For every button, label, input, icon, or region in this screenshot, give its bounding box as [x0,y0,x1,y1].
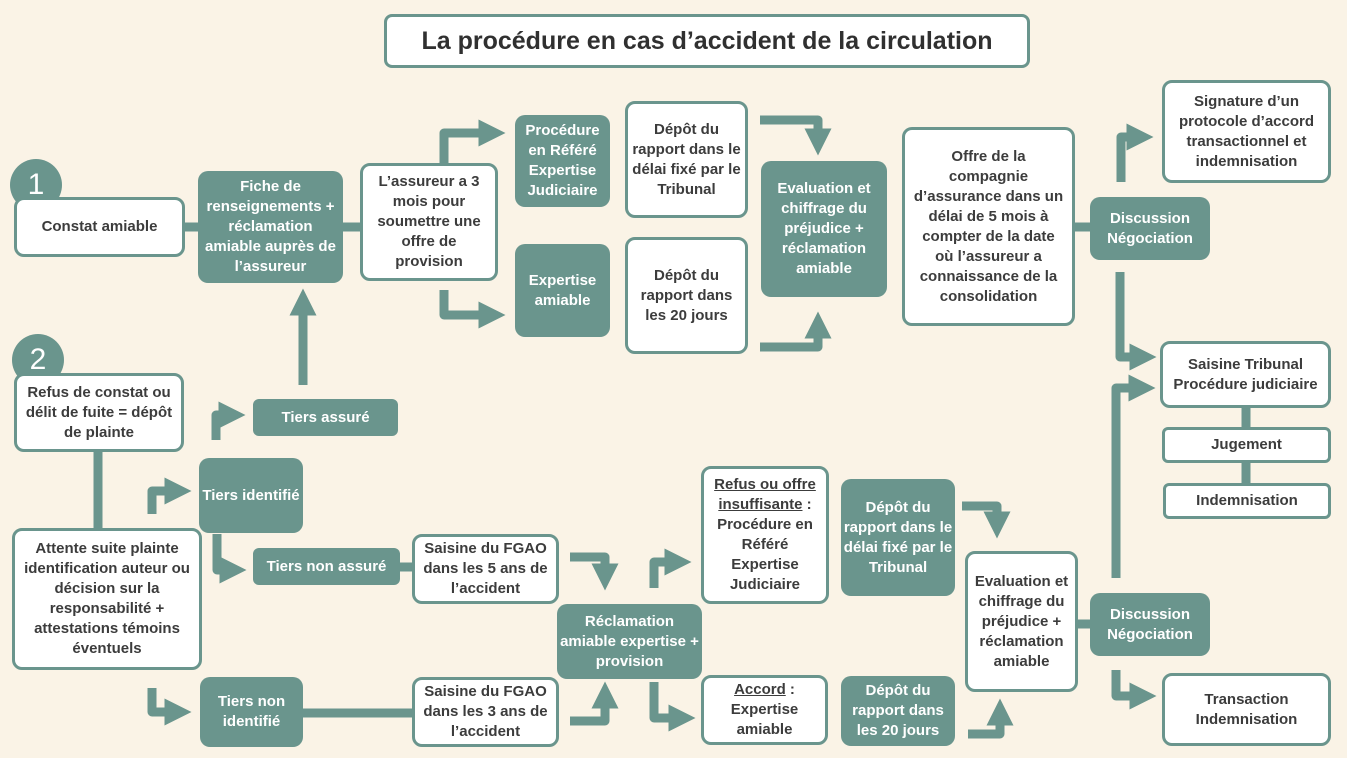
tiers-identifie-text: Tiers identifié [202,486,300,504]
discussion-text-top: Discussion Négociation [1107,209,1193,247]
assureur-3-mois-box: L’assureur a 3 mois pour soumettre une o… [360,163,498,281]
offre-compagnie-text: Offre de la compagnie d’assurance dans u… [913,147,1064,305]
saisine-fgao-3-text: Saisine du FGAO dans les 3 ans de l’acci… [423,683,548,740]
arrow-reclamation-accord [649,682,696,732]
arrow-discussion-signature [1116,123,1154,182]
depot-rapport-20j-box-bottom: Dépôt du rapport dans les 20 jours [841,676,955,746]
discussion-text-bottom: Discussion Négociation [1107,605,1193,643]
procedure-refere-text-top: Procédure en Référé Expertise Judiciaire [525,122,600,199]
tiers-identifie-box: Tiers identifié [199,458,303,533]
tiers-assure-text: Tiers assuré [281,408,370,426]
page-title-text: La procédure en cas d’accident de la cir… [421,27,993,55]
constat-amiable-text: Constat amiable [41,218,158,235]
arrow-assureur-expertise [439,290,506,329]
saisine-fgao-5-text: Saisine du FGAO dans les 5 ans de l’acci… [423,540,548,597]
arrow-fgao5-reclamation [570,552,619,591]
indemnisation-box: Indemnisation [1163,483,1331,519]
depot-rapport-20j-box-top: Dépôt du rapport dans les 20 jours [625,237,748,354]
refus-constat-text: Refus de constat ou délit de fuite = dép… [25,383,173,441]
fiche-renseignements-text: Fiche de renseignements + réclamation am… [205,178,336,275]
arrow-discussion-saisine [1115,272,1157,371]
arrow-discussion-bottom-saisine [1111,374,1156,578]
tiers-assure-box: Tiers assuré [253,399,398,436]
reclamation-amiable-text: Réclamation amiable expertise + provisio… [560,612,699,670]
arrow-depot-tribunal-evaluation [760,115,832,156]
indemnisation-text: Indemnisation [1196,492,1298,509]
saisine-tribunal-box: Saisine Tribunal Procédure judiciaire [1160,341,1331,408]
saisine-tribunal-text: Saisine Tribunal Procédure judiciaire [1173,355,1318,393]
refus-offre-box: Refus ou offre insuffisante : Procédure … [701,466,829,604]
transaction-text: Transaction Indemnisation [1195,690,1298,728]
discussion-box-top: Discussion Négociation [1090,197,1210,260]
assureur-3-mois-text: L’assureur a 3 mois pour soumettre une o… [377,173,481,270]
arrow-discussion-bottom-transaction [1111,670,1157,710]
signature-protocole-text: Signature d’un protocole d’accord transa… [1178,92,1315,170]
evaluation-box-bottom: Evaluation et chiffrage du préjudice + r… [965,551,1078,692]
fiche-renseignements-box: Fiche de renseignements + réclamation am… [198,171,343,283]
depot-rapport-20j-text-top: Dépôt du rapport dans les 20 jours [640,266,733,324]
jugement-text: Jugement [1211,436,1282,453]
refus-offre-label: Refus ou offre insuffisante [714,476,816,513]
tiers-non-assure-text: Tiers non assuré [266,557,387,575]
depot-rapport-20j-text-bottom: Dépôt du rapport dans les 20 jours [852,682,944,739]
evaluation-text-bottom: Evaluation et chiffrage du préjudice + r… [974,572,1069,670]
reclamation-amiable-box: Réclamation amiable expertise + provisio… [557,604,702,679]
offre-compagnie-box: Offre de la compagnie d’assurance dans u… [902,127,1075,326]
transaction-box: Transaction Indemnisation [1162,673,1331,746]
arrow-tiers-identifie-non-assure [212,534,247,584]
arrow-assureur-procedure [439,119,506,163]
arrow-depot-20j-bottom-evaluation [968,698,1014,739]
depot-rapport-tribunal-box-bottom: Dépôt du rapport dans le délai fixé par … [841,479,955,596]
arrow-attente-tiers-non-identifie [147,688,192,726]
accord-text: Expertise amiable [730,701,799,738]
signature-protocole-box: Signature d’un protocole d’accord transa… [1162,80,1331,183]
arrow-depot-tribunal-bottom-evaluation [962,501,1011,539]
attente-plainte-box: Attente suite plainte identification aut… [12,528,202,670]
procedure-refere-box-top: Procédure en Référé Expertise Judiciaire [515,115,610,207]
arrow-refus-tiers-assure [211,401,246,440]
tiers-non-identifie-text: Tiers non identifié [217,693,286,730]
page-title: La procédure en cas d’accident de la cir… [384,14,1030,68]
expertise-amiable-box-top: Expertise amiable [515,244,610,337]
refus-constat-box: Refus de constat ou délit de fuite = dép… [14,373,184,452]
refus-offre-text: Procédure en Référé Expertise Judiciaire [717,516,813,593]
arrow-attente-tiers-identifie [147,477,192,514]
constat-amiable-box: Constat amiable [14,197,185,257]
saisine-fgao-5-box: Saisine du FGAO dans les 5 ans de l’acci… [412,534,559,604]
evaluation-text-top: Evaluation et chiffrage du préjudice + r… [777,180,871,277]
accord-label: Accord [734,681,786,698]
arrow-fgao3-reclamation [570,681,619,726]
arrow-reclamation-refus [649,548,692,588]
depot-rapport-tribunal-text-bottom: Dépôt du rapport dans le délai fixé par … [843,498,953,576]
tiers-non-assure-box: Tiers non assuré [253,548,400,585]
tiers-non-identifie-box: Tiers non identifié [200,677,303,747]
depot-rapport-tribunal-box-top: Dépôt du rapport dans le délai fixé par … [625,101,748,218]
evaluation-box-top: Evaluation et chiffrage du préjudice + r… [761,161,887,297]
attente-plainte-text: Attente suite plainte identification aut… [24,540,190,657]
saisine-fgao-3-box: Saisine du FGAO dans les 3 ans de l’acci… [412,677,559,747]
jugement-box: Jugement [1162,427,1331,463]
arrow-depot-20j-evaluation [760,311,832,352]
depot-rapport-tribunal-text-top: Dépôt du rapport dans le délai fixé par … [632,120,741,198]
expertise-amiable-text-top: Expertise amiable [528,271,597,309]
accord-box: Accord : Expertise amiable [701,675,828,745]
discussion-box-bottom: Discussion Négociation [1090,593,1210,656]
